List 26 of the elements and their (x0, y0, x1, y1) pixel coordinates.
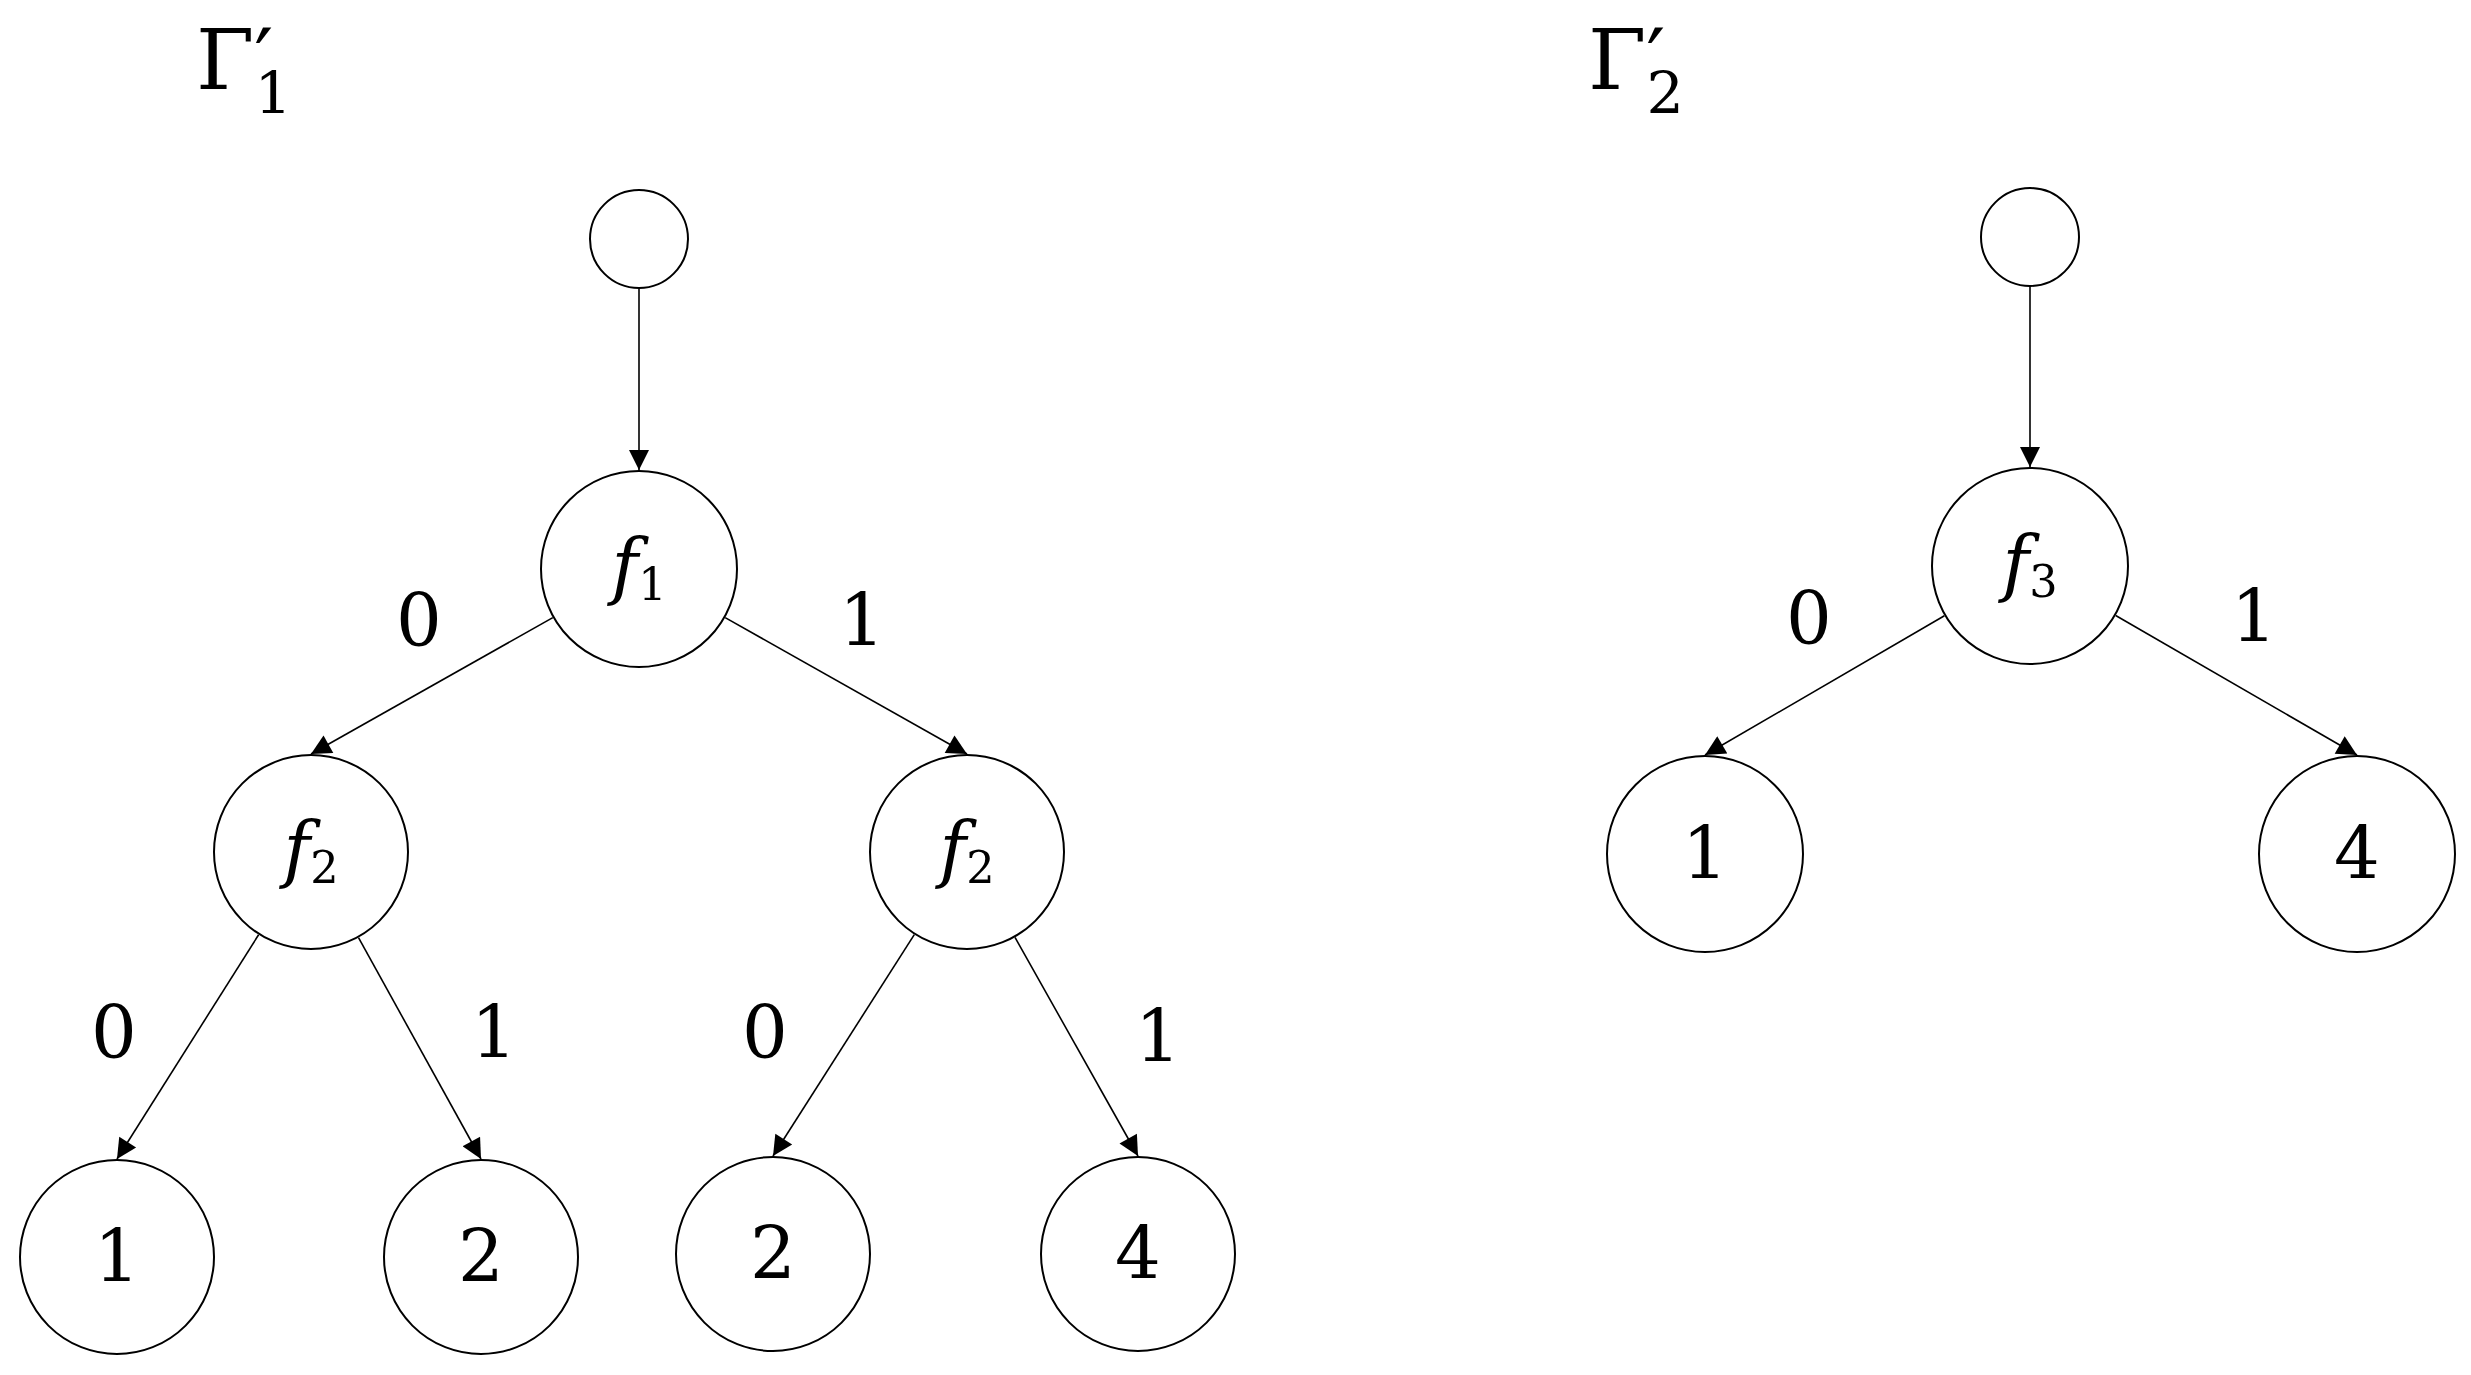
graph-label: Γ′$_{1}$ (196, 18, 292, 123)
node-label: 4 (2334, 818, 2380, 890)
node-label: 4 (1115, 1218, 1161, 1290)
edge-label: 1 (1135, 1001, 1181, 1073)
edge-label: 0 (91, 997, 137, 1069)
edge-label: 0 (396, 585, 442, 657)
node-label: 2 (458, 1221, 504, 1293)
edge-label: 0 (1786, 583, 1832, 655)
edge-label: 1 (2231, 581, 2277, 653)
arrow (2114, 614, 2358, 756)
edge-label: 0 (742, 997, 788, 1069)
arrow (724, 616, 968, 755)
graph-label: Γ′$_{2}$ (1588, 18, 1684, 123)
arrow (1704, 615, 1946, 756)
node-label: 1 (1682, 818, 1728, 890)
arrow (629, 288, 649, 471)
arrow (357, 936, 482, 1160)
arrow (310, 616, 554, 755)
arrow (2020, 286, 2040, 468)
edge-label: 1 (471, 997, 517, 1069)
edge-label: 1 (839, 585, 885, 657)
node-label: 1 (94, 1221, 140, 1293)
arrow (1014, 936, 1139, 1157)
arrow (772, 933, 916, 1157)
arrow (116, 934, 260, 1160)
node-label: 2 (750, 1218, 796, 1290)
